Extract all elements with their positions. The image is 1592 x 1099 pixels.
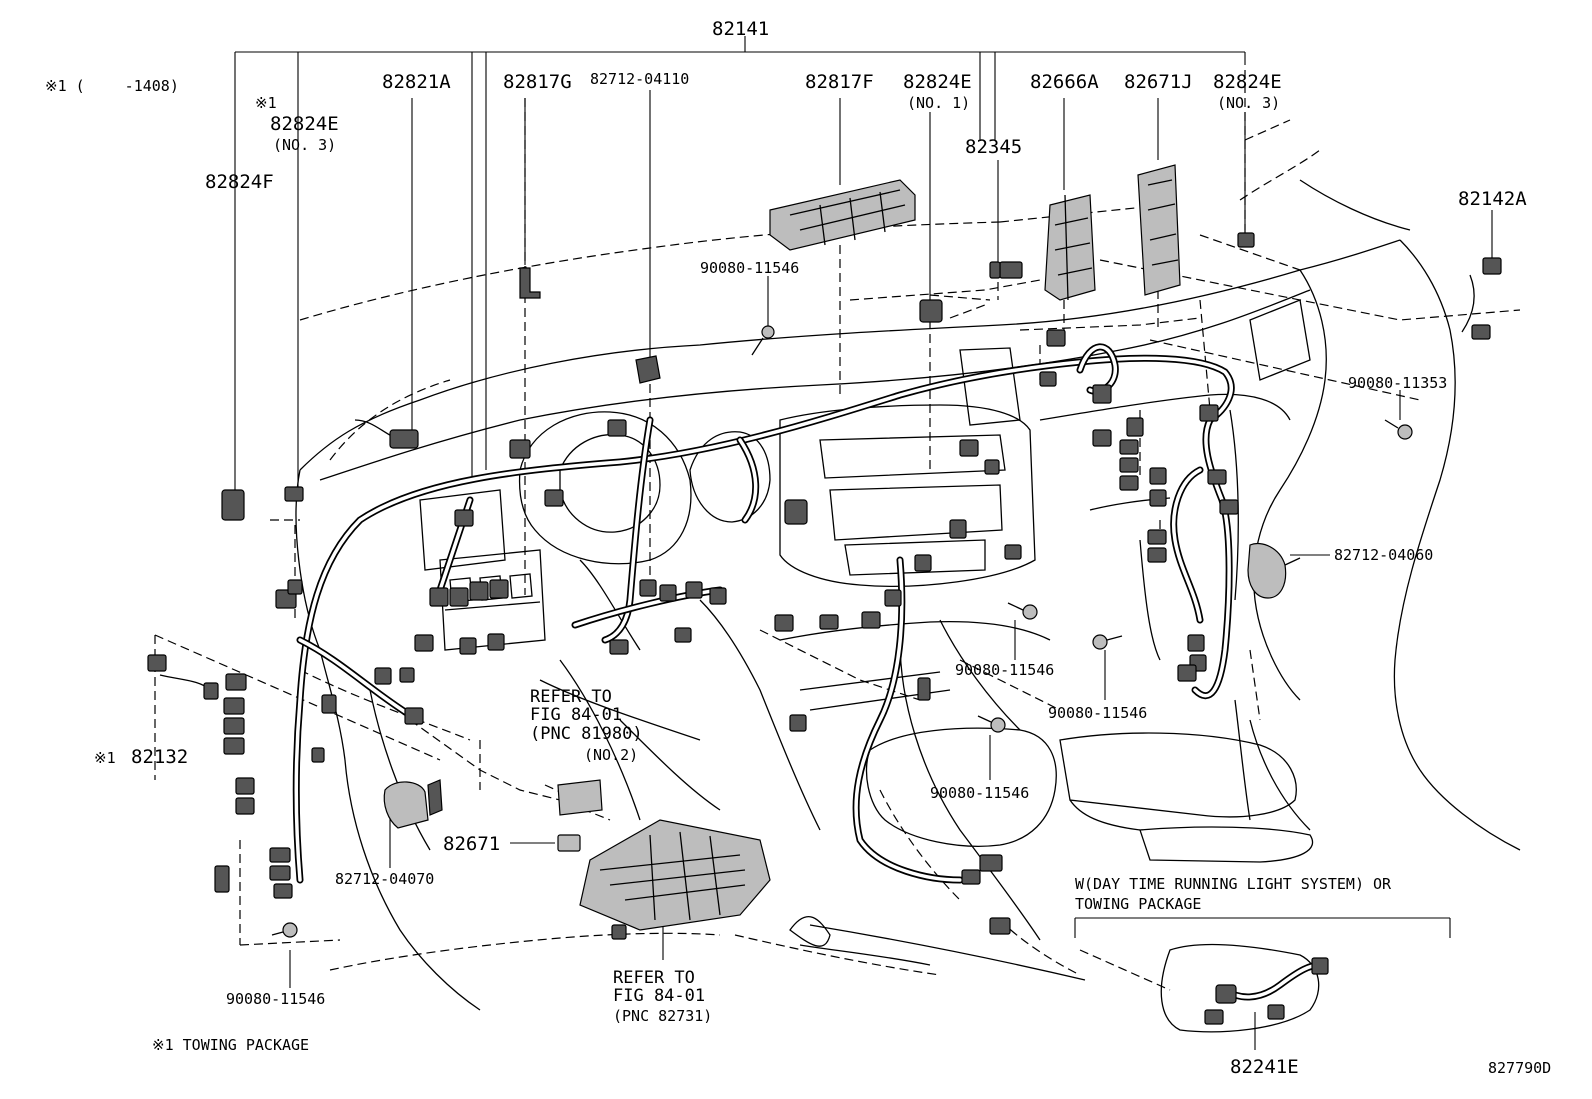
label-90080-11546-right: 90080-11546 bbox=[1048, 704, 1147, 722]
components bbox=[383, 164, 1329, 1033]
w-note-line1: W(DAY TIME RUNNING LIGHT SYSTEM) OR bbox=[1075, 875, 1392, 893]
labels: 82141 ※1 (-1408) ※1 82824E (NO. 3) 82824… bbox=[45, 18, 1551, 1078]
refer2-line1: REFER TO bbox=[613, 968, 695, 988]
towing-mark: ※1 bbox=[255, 94, 277, 112]
label-90080-11546-top: 90080-11546 bbox=[700, 259, 799, 277]
inset-bracket bbox=[1074, 917, 1451, 938]
label-90080-11546-center: 90080-11546 bbox=[955, 661, 1054, 679]
label-82712-04060: 82712-04060 bbox=[1334, 546, 1433, 564]
connectors bbox=[147, 232, 1502, 935]
bolt-90080-11546-right bbox=[1092, 634, 1123, 650]
footnote: ※1 TOWING PACKAGE bbox=[152, 1036, 309, 1054]
label-82241e: 82241E bbox=[1230, 1056, 1299, 1078]
bolt-90080-11546-lower bbox=[977, 715, 1006, 733]
refer1-line1: REFER TO bbox=[530, 687, 612, 707]
label-82712-04070: 82712-04070 bbox=[335, 870, 434, 888]
bolt-90080-11353 bbox=[1384, 419, 1413, 440]
main-harness-bracket bbox=[234, 36, 1246, 495]
bolts bbox=[271, 325, 1413, 938]
junction-block-82817f bbox=[769, 179, 916, 251]
label-82141: 82141 bbox=[712, 18, 769, 40]
label-90080-11546-lower: 90080-11546 bbox=[930, 784, 1029, 802]
label-82824e-left: 82824E bbox=[270, 113, 339, 135]
leader-lines bbox=[289, 90, 1493, 1050]
refer2-line2: FIG 84-01 bbox=[613, 986, 705, 1006]
refer1-line4: (NO.2) bbox=[584, 746, 638, 764]
note-range: ※1 (-1408) bbox=[45, 77, 179, 95]
label-82142a: 82142A bbox=[1458, 188, 1527, 210]
refer2-line3: (PNC 82731) bbox=[613, 1007, 712, 1025]
label-82817f: 82817F bbox=[805, 71, 874, 93]
bolt-90080-11546-top bbox=[751, 325, 775, 356]
label-90080-11546-left: 90080-11546 bbox=[226, 990, 325, 1008]
ecu-82671j bbox=[1137, 164, 1181, 296]
label-82712-04110: 82712-04110 bbox=[590, 70, 689, 88]
dashboard-outline bbox=[295, 179, 1521, 1011]
w-note-line2: TOWING PACKAGE bbox=[1075, 895, 1201, 913]
label-82824e-right: 82824E bbox=[1213, 71, 1282, 93]
fuse-block-82731 bbox=[579, 819, 771, 931]
label-90080-11353: 90080-11353 bbox=[1348, 374, 1447, 392]
label-82671: 82671 bbox=[443, 833, 500, 855]
label-82824f: 82824F bbox=[205, 171, 274, 193]
label-82824e-no1: 82824E bbox=[903, 71, 972, 93]
refer1-line2: FIG 84-01 bbox=[530, 705, 622, 725]
label-82132: 82132 bbox=[131, 746, 188, 768]
label-82666a: 82666A bbox=[1030, 71, 1099, 93]
label-82817g: 82817G bbox=[503, 71, 572, 93]
figure-code: 827790D bbox=[1488, 1059, 1551, 1077]
label-82824e-no1-no: (NO. 1) bbox=[907, 94, 970, 112]
label-82132-mark: ※1 bbox=[94, 749, 116, 767]
label-82824e-right-no: (NO. 3) bbox=[1217, 94, 1280, 112]
refer1-line3: (PNC 81980) bbox=[530, 724, 643, 744]
bolt-90080-11546-center bbox=[1007, 602, 1038, 620]
label-82345: 82345 bbox=[965, 136, 1022, 158]
bolt-90080-11546-left bbox=[271, 922, 298, 938]
label-82824e-left-no: (NO. 3) bbox=[273, 136, 336, 154]
label-82671j: 82671J bbox=[1124, 71, 1193, 93]
label-82821a: 82821A bbox=[382, 71, 451, 93]
